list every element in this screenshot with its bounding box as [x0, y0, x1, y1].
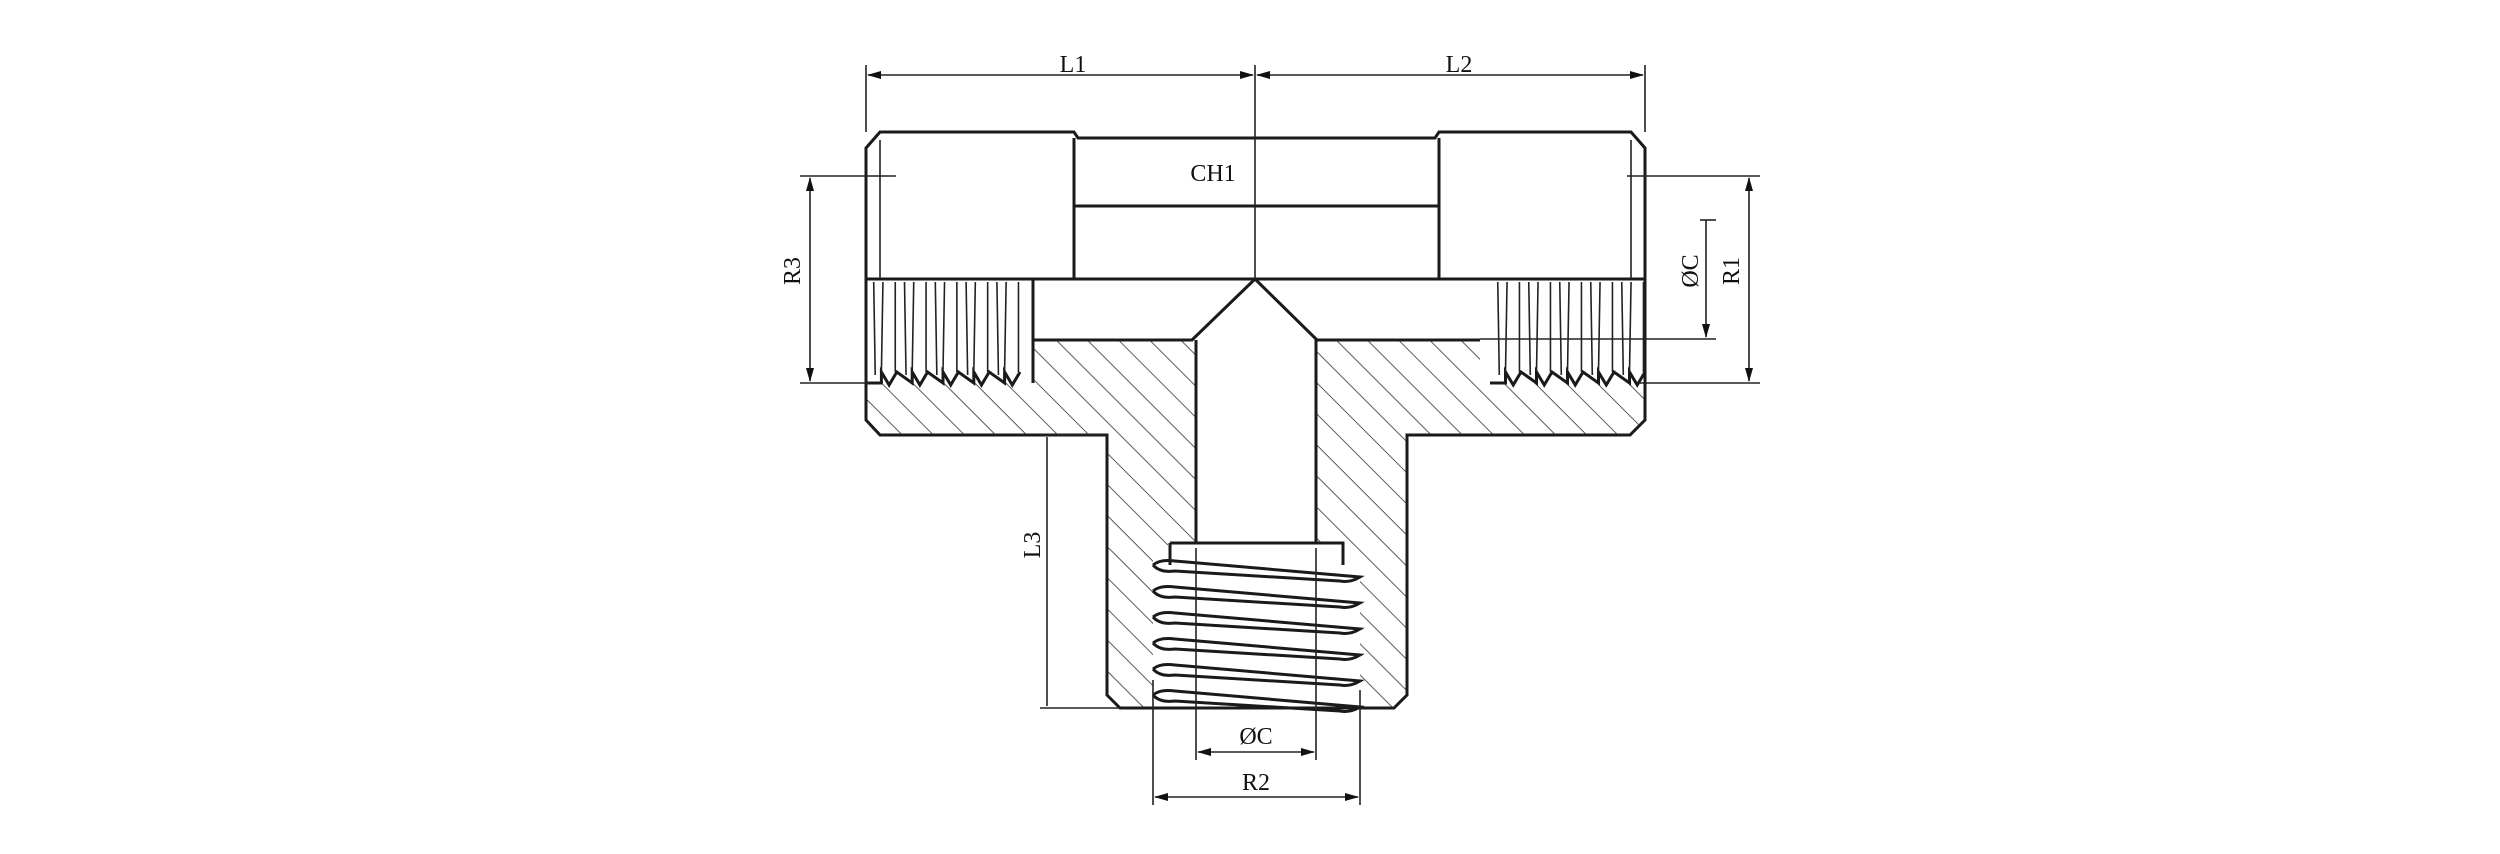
dimension-label-diameter-c-side: ØC: [1678, 254, 1704, 287]
dimension-label-l1: L1: [1060, 52, 1087, 78]
bottom-thread: [1151, 559, 1365, 713]
dimension-label-l2: L2: [1446, 52, 1473, 78]
body-outline: [864, 130, 1647, 710]
right-thread: [1490, 281, 1647, 388]
dimension-label-r1: R1: [1719, 257, 1745, 285]
dimension-label-ch1: CH1: [1190, 161, 1235, 187]
dimension-label-l3: L3: [1020, 532, 1046, 559]
dimension-lines: [800, 65, 1760, 805]
dimension-label-r3: R3: [780, 257, 806, 285]
section-hatching: [866, 340, 1645, 708]
dimension-label-diameter-c-bottom: ØC: [1239, 724, 1272, 750]
dimension-label-r2: R2: [1242, 770, 1270, 796]
left-thread: [866, 281, 1022, 388]
